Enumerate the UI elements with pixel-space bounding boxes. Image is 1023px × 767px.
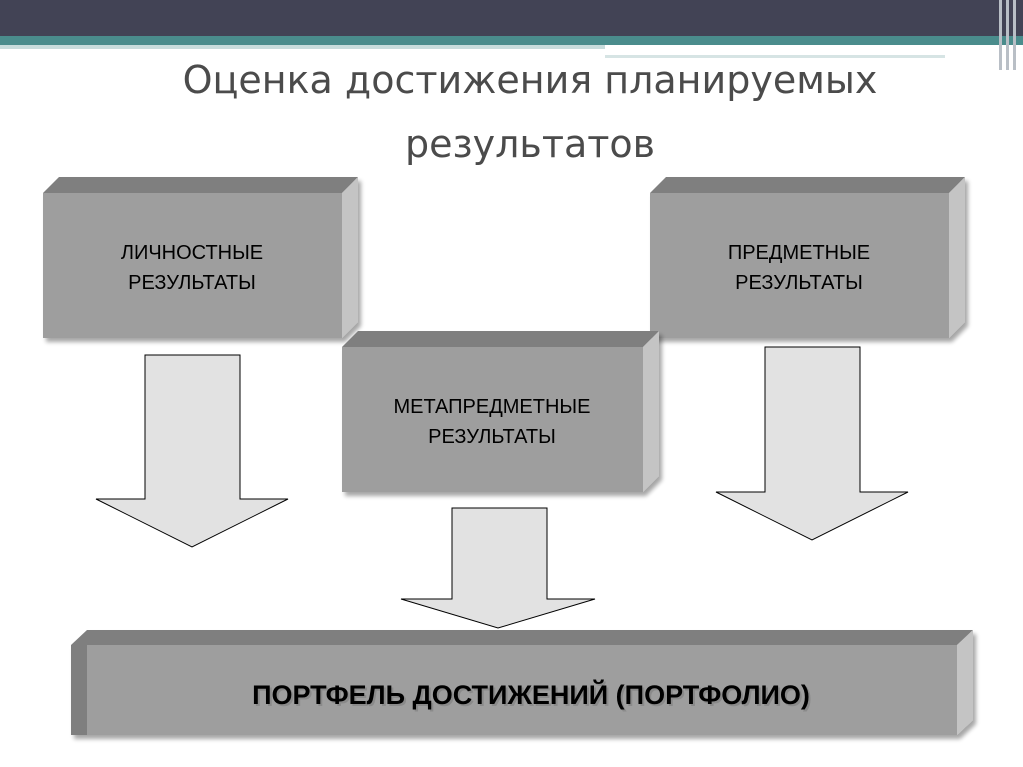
portfolio-label: ПОРТФЕЛЬ ДОСТИЖЕНИЙ (ПОРТФОЛИО) — [252, 679, 810, 710]
portfolio-left-edge — [71, 645, 87, 735]
arrow-personal-down-icon — [95, 354, 289, 548]
box-personal-results: ЛИЧНОСТНЫЕ РЕЗУЛЬТАТЫ — [43, 177, 358, 338]
box-meta-side — [643, 331, 659, 492]
box-subject-top — [650, 177, 965, 193]
portfolio-top — [71, 630, 973, 645]
box-subject-front — [650, 193, 949, 338]
box-meta-front — [342, 347, 643, 492]
slide-title: Оценка достижения планируемых результато… — [182, 58, 878, 166]
portfolio-label-shadow: ПОРТФЕЛЬ ДОСТИЖЕНИЙ (ПОРТФОЛИО) — [254, 681, 812, 712]
header-underline-right — [605, 55, 945, 58]
box-personal-label-line1: ЛИЧНОСТНЫЕ — [121, 242, 263, 264]
box-subject-label-line2: РЕЗУЛЬТАТЫ — [735, 272, 863, 294]
header-bar — [0, 0, 1023, 36]
box-meta-label-line1: МЕТАПРЕДМЕТНЫЕ — [394, 396, 591, 418]
portfolio-front — [87, 645, 957, 735]
header-accent-stripe — [0, 36, 1023, 45]
box-personal-label-line2: РЕЗУЛЬТАТЫ — [128, 272, 256, 294]
box-metasubject-results: МЕТАПРЕДМЕТНЫЕ РЕЗУЛЬТАТЫ — [342, 331, 659, 492]
box-meta-label-line2: РЕЗУЛЬТАТЫ — [428, 426, 556, 448]
box-subject-side — [949, 177, 965, 338]
box-subject-label-line1: ПРЕДМЕТНЫЕ — [728, 242, 870, 264]
header-underline — [0, 45, 605, 49]
box-subject-results: ПРЕДМЕТНЫЕ РЕЗУЛЬТАТЫ — [650, 177, 965, 338]
portfolio-side — [957, 630, 973, 735]
header-corner-stripes — [997, 0, 1023, 70]
arrow-meta-down-icon — [400, 507, 596, 629]
box-personal-top — [43, 177, 358, 193]
box-personal-front — [43, 193, 342, 338]
portfolio-box: ПОРТФЕЛЬ ДОСТИЖЕНИЙ (ПОРТФОЛИО) ПОРТФЕЛЬ… — [71, 630, 973, 735]
box-meta-top — [342, 331, 659, 347]
arrow-subject-down-icon — [715, 346, 909, 541]
box-personal-side — [342, 177, 358, 338]
